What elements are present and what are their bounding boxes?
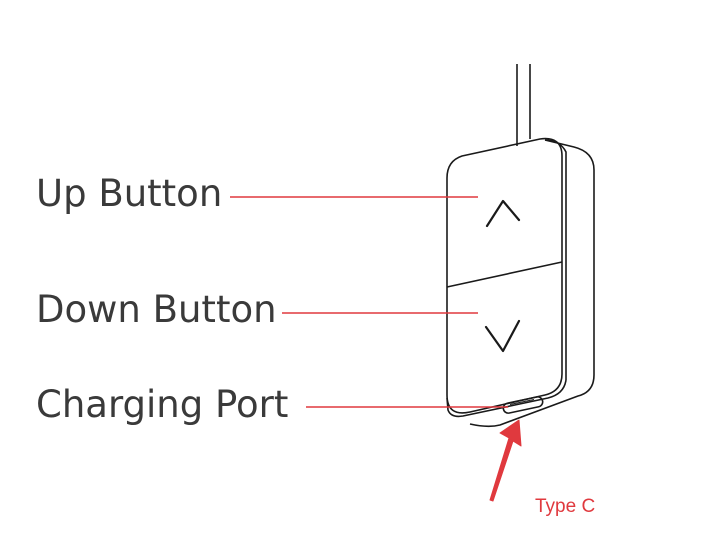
- port-type-label: Type C: [535, 496, 596, 517]
- port-pointer-arrow: [489, 419, 522, 502]
- up-button-label: Up Button: [36, 172, 223, 215]
- button-divider: [446, 261, 563, 288]
- chevron-down-icon: [484, 319, 521, 353]
- charging-port-label: Charging Port: [36, 383, 289, 426]
- down-button-label: Down Button: [36, 288, 277, 331]
- remote-body: [446, 137, 595, 428]
- cable: [516, 64, 531, 146]
- charging-port: [502, 396, 544, 414]
- chevron-up-icon: [485, 199, 521, 228]
